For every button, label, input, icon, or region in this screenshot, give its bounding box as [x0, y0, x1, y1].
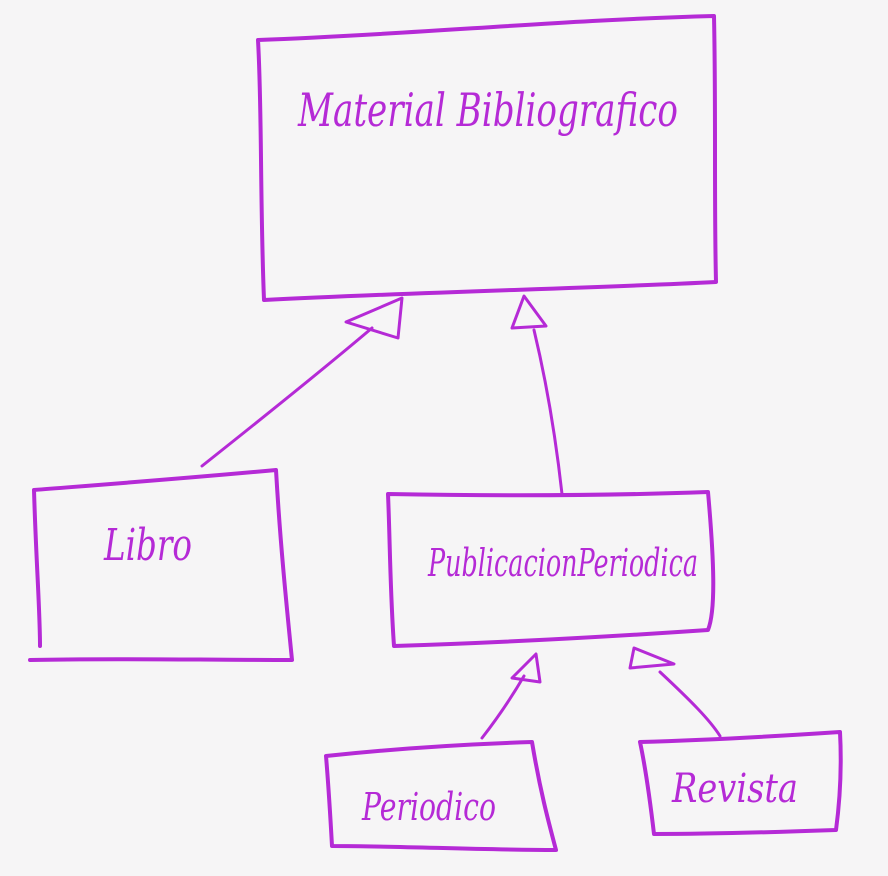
label-publicacion-periodica: PublicacionPeriodica [427, 541, 698, 585]
edge-line-publicacion-material [532, 328, 564, 496]
box-outline-periodico [324, 740, 558, 852]
class-box-libro[interactable]: Libro [28, 468, 294, 662]
class-box-publicacion-periodica[interactable]: PublicacionPeriodica [386, 490, 716, 648]
edge-line-periodico-publicacion [480, 674, 526, 740]
edge-publicacion-to-material [510, 294, 564, 496]
label-revista: Revista [671, 766, 798, 812]
class-box-periodico[interactable]: Periodico [324, 740, 558, 852]
inheritance-arrowhead-libro-material [344, 296, 404, 340]
label-periodico: Periodico [361, 785, 496, 829]
box-outline-material [256, 14, 718, 302]
label-libro: Libro [103, 520, 192, 571]
box-outline-libro [28, 468, 294, 662]
edge-libro-to-material [200, 296, 404, 468]
class-box-revista[interactable]: Revista [638, 730, 843, 836]
edge-revista-to-publicacion [628, 646, 722, 738]
edge-line-revista-publicacion [658, 670, 722, 738]
inheritance-arrowhead-periodico-publicacion [510, 652, 542, 684]
label-material-bibliografico: Material Bibliografico [297, 83, 678, 137]
box-outline-publicacion [386, 490, 716, 648]
class-box-material-bibliografico[interactable]: Material Bibliografico [256, 14, 718, 302]
box-outline-revista [638, 730, 843, 836]
inheritance-arrowhead-revista-publicacion [628, 646, 676, 670]
edge-periodico-to-publicacion [480, 652, 542, 740]
edge-line-libro-material [200, 326, 374, 468]
inheritance-arrowhead-publicacion-material [510, 294, 548, 330]
